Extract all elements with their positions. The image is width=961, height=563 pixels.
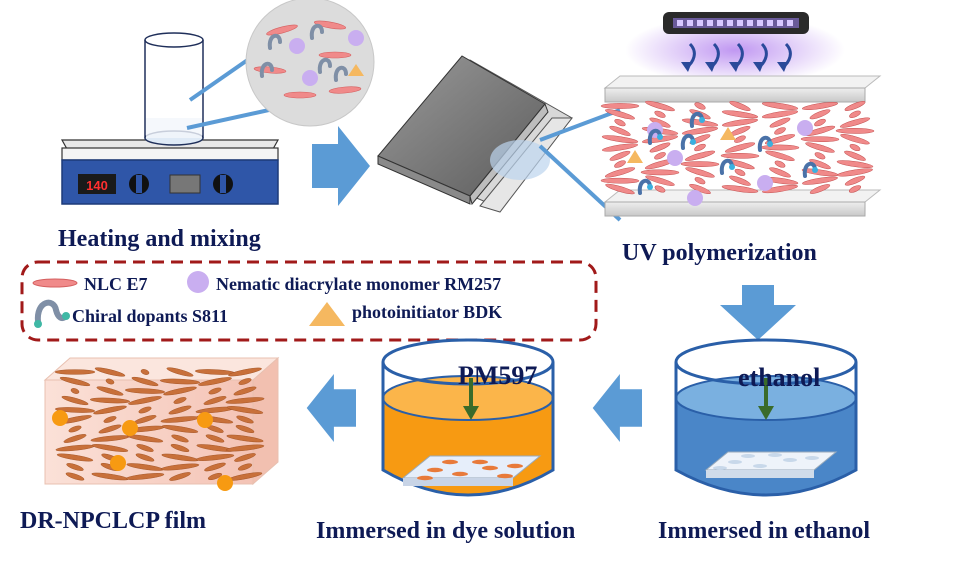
nlc-icon (32, 278, 78, 288)
glass-cell-icon (377, 55, 622, 222)
legend-box: NLC E7 Nematic diacrylate monomer RM257 … (20, 260, 598, 342)
process-arrow-3 (592, 374, 642, 442)
beaker-label-ethanol: ethanol (738, 363, 820, 392)
hotplate-display-value: 140 (86, 178, 108, 193)
step-label-heating: Heating and mixing (58, 226, 261, 252)
cylinder-icon (144, 32, 204, 146)
legend-photoinitiator: photoinitiator BDK (352, 302, 502, 322)
process-arrow-2 (720, 285, 796, 340)
legend-chiral: Chiral dopants S811 (72, 306, 228, 326)
lc-cell-diagram (600, 75, 882, 217)
step-label-uv: UV polymerization (622, 240, 817, 266)
legend-monomer: Nematic diacrylate monomer RM257 (216, 274, 501, 294)
step-label-dye: Immersed in dye solution (316, 518, 575, 544)
legend-nlc: NLC E7 (84, 274, 148, 294)
monomer-icon (187, 271, 209, 293)
film-block-icon (43, 356, 280, 491)
photoinitiator-icon (309, 302, 345, 326)
beaker-label-dye: PM597 (458, 361, 537, 390)
uv-lamp-icon (625, 12, 845, 85)
hotplate-icon: 140 (60, 139, 280, 205)
process-arrow-1 (312, 126, 370, 206)
chiral-icon (34, 299, 69, 325)
beaker-ethanol: ethanol (674, 338, 858, 497)
step-label-film: DR-NPCLCP film (20, 508, 206, 534)
process-arrow-4 (306, 374, 356, 442)
step-label-ethanol: Immersed in ethanol (658, 518, 870, 544)
magnifier-icon (186, 0, 375, 130)
hotplate-display (78, 174, 116, 194)
beaker-dye: PM597 (381, 338, 555, 497)
